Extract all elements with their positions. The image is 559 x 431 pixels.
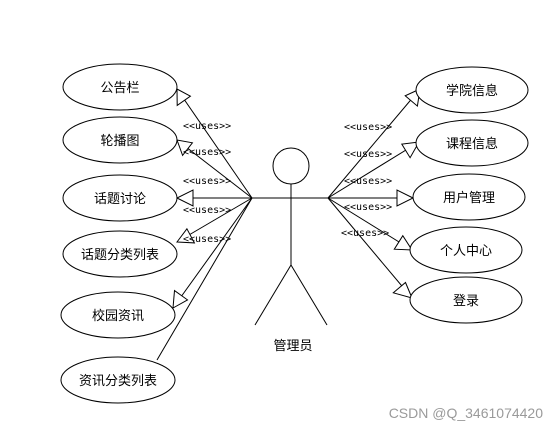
- uses-label: <<uses>>: [344, 176, 392, 187]
- use-case-bulletin: 公告栏: [62, 63, 178, 111]
- use-case-label: 登录: [453, 294, 479, 309]
- arrowhead-course-info: [400, 141, 420, 159]
- arrowhead-campus-news: [172, 289, 189, 309]
- assoc-line-college-info: [327, 88, 421, 199]
- right-associations: [327, 88, 421, 299]
- use-case-label: 轮播图: [100, 134, 139, 149]
- use-case-label: 校园资讯: [92, 308, 144, 324]
- arrowhead-personal-center: [393, 234, 413, 251]
- use-case-news-category-list: 资讯分类列表: [60, 356, 176, 404]
- uses-label: <<uses>>: [183, 121, 231, 132]
- uses-label: <<uses>>: [183, 234, 231, 245]
- left-arrowheads: [172, 88, 196, 309]
- use-case-label: 资讯分类列表: [79, 374, 157, 389]
- arrowhead-topic-discussion: [175, 189, 194, 207]
- use-case-label: 学院信息: [446, 83, 498, 99]
- actor-label: 管理员: [273, 339, 312, 354]
- assoc-line-personal-center: [327, 197, 413, 251]
- assoc-line-login: [327, 197, 413, 299]
- arrowhead-topic-category: [176, 227, 196, 244]
- right-uses-labels: <<uses>> <<uses>> <<uses>> <<uses>> <<us…: [341, 122, 392, 239]
- use-case-personal-center: 个人中心: [409, 226, 523, 274]
- use-case-label: 课程信息: [446, 136, 498, 152]
- use-case-topic-category-list: 话题分类列表: [62, 230, 178, 278]
- use-case-label: 用户管理: [443, 190, 495, 206]
- uses-label: <<uses>>: [344, 122, 392, 133]
- right-use-cases: 学院信息 课程信息 用户管理 个人中心 登录: [409, 66, 529, 324]
- assoc-line-bulletin: [176, 88, 253, 199]
- uses-label: <<uses>>: [183, 176, 231, 187]
- use-case-campus-news: 校园资讯: [60, 291, 176, 339]
- assoc-line-news-category: [156, 197, 253, 361]
- use-case-carousel: 轮播图: [62, 116, 178, 164]
- uses-label: <<uses>>: [183, 205, 231, 216]
- uses-label: <<uses>>: [341, 228, 389, 239]
- uses-label: <<uses>>: [344, 149, 392, 160]
- arrowhead-login: [392, 281, 413, 299]
- left-uses-labels: <<uses>> <<uses>> <<uses>> <<uses>> <<us…: [183, 121, 231, 245]
- actor-head: [272, 147, 310, 185]
- arrowhead-bulletin: [176, 88, 192, 107]
- use-case-label: 话题分类列表: [81, 248, 159, 263]
- uses-label: <<uses>>: [344, 202, 392, 213]
- watermark: CSDN @Q_3461074420: [389, 405, 544, 421]
- use-case-label: 个人中心: [440, 244, 492, 259]
- use-case-login: 登录: [409, 276, 523, 324]
- use-case-college-info: 学院信息: [415, 66, 529, 114]
- use-case-course-info: 课程信息: [415, 119, 529, 167]
- actor-left-leg: [254, 264, 292, 326]
- actor-admin: [252, 147, 328, 326]
- arrowhead-carousel: [176, 139, 194, 157]
- left-associations: [156, 88, 253, 361]
- assoc-line-carousel: [176, 139, 253, 199]
- assoc-line-course-info: [327, 141, 420, 199]
- use-case-topic-discussion: 话题讨论: [62, 174, 178, 222]
- assoc-line-campus-news: [172, 197, 253, 309]
- actor-right-leg: [290, 264, 328, 326]
- use-case-user-management: 用户管理: [412, 173, 526, 221]
- arrowhead-user-management: [396, 189, 415, 207]
- left-use-cases: 公告栏 轮播图 话题讨论 话题分类列表 校园资讯 资讯分类列表: [60, 63, 178, 404]
- use-case-label: 话题讨论: [94, 192, 146, 207]
- use-case-label: 公告栏: [100, 81, 139, 96]
- uses-label: <<uses>>: [183, 147, 231, 158]
